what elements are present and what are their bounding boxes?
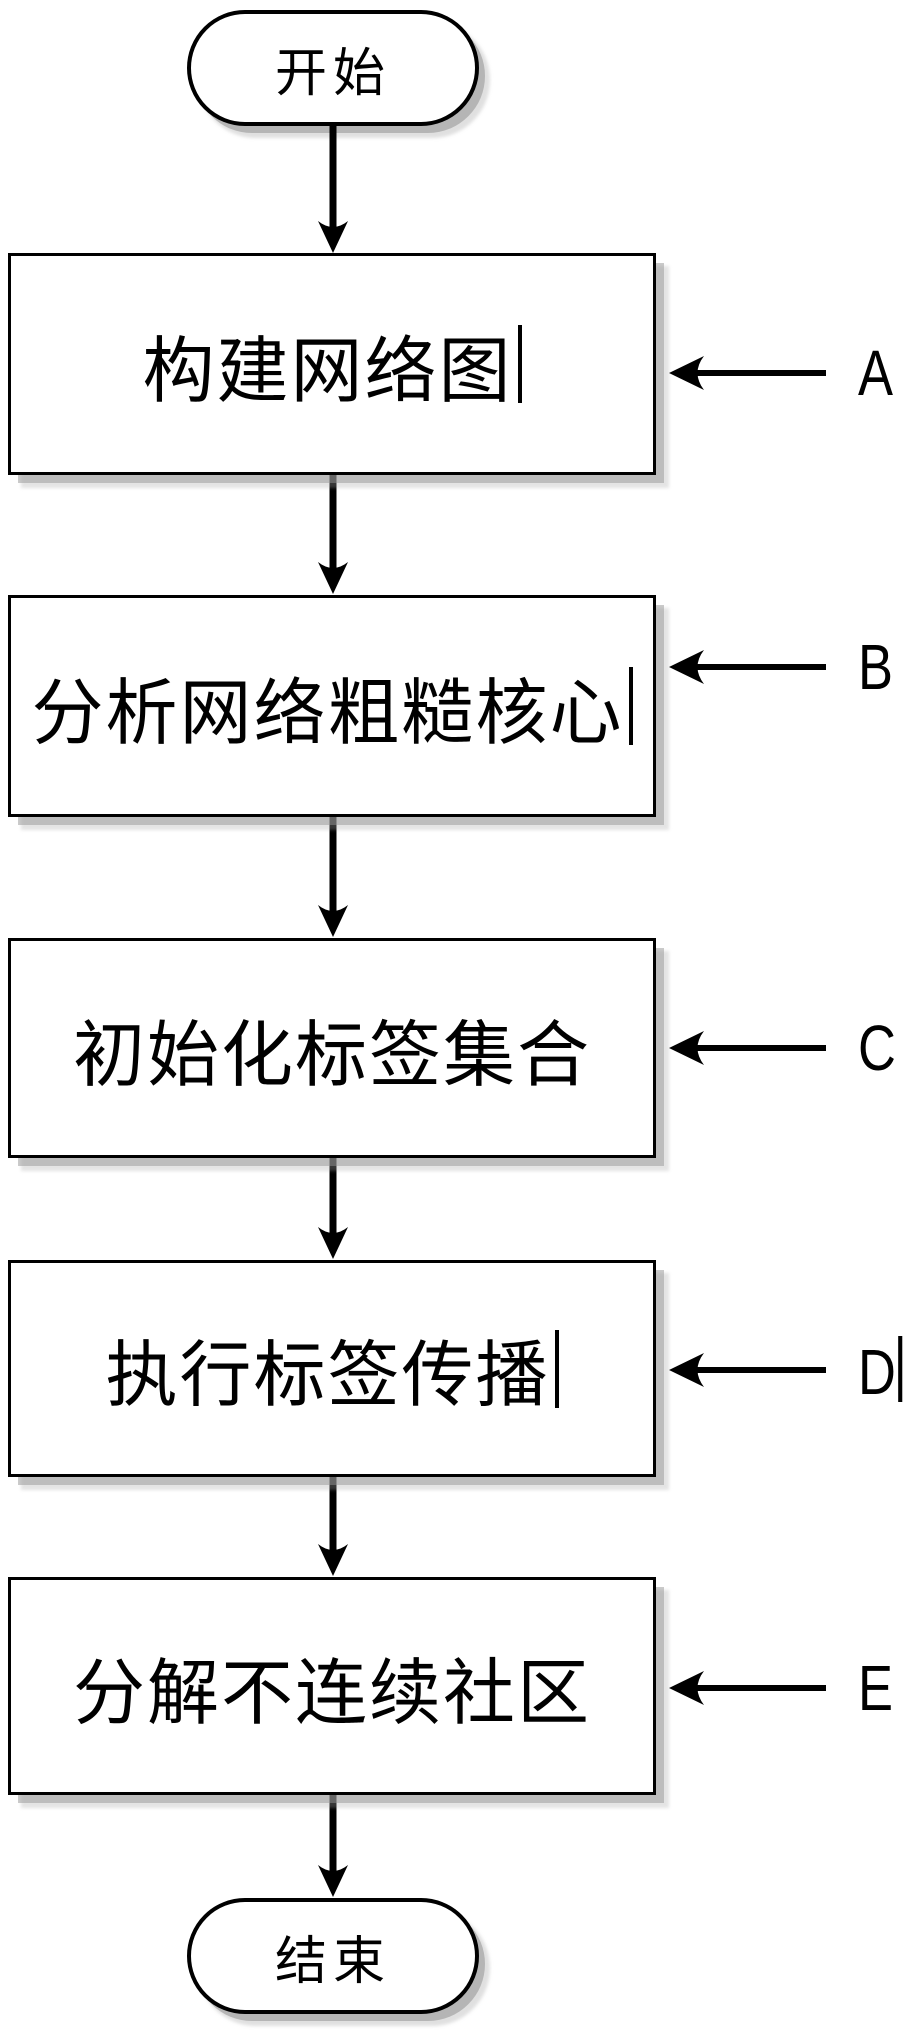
arrow-left-icon [669,650,826,684]
pointer-row-e: E [668,1652,908,1724]
step-label: 构建网络图 [142,328,513,413]
step-box-build-network: 构建网络图 [8,253,656,475]
step-box-analyze-core: 分析网络粗糙核心 [8,595,656,817]
step-label: 执行标签传播 [105,1333,550,1417]
step-box-init-labels: 初始化标签集合 [8,938,656,1158]
text-cursor [898,1336,903,1402]
text-cursor [554,1329,559,1408]
step-tag: B [858,631,894,703]
text-cursor [517,325,522,403]
arrow-left-icon [669,1353,826,1387]
step-label: 初始化标签集合 [72,1012,591,1097]
text-cursor [628,667,633,745]
pointer-row-a: A [668,337,908,409]
arrow-left-icon [669,1671,826,1705]
arrow-down-icon [318,126,348,253]
pointer-row-d: D [668,1334,908,1406]
step-box-decompose-communities: 分解不连续社区 [8,1577,656,1795]
step-tag: C [858,1012,896,1084]
arrow-down-icon [318,1157,348,1259]
pointer-row-b: B [668,631,908,703]
step-box-label-propagation: 执行标签传播 [8,1260,656,1477]
arrow-down-icon [318,475,348,594]
end-terminator: 结束 [187,1898,479,2014]
start-terminator: 开始 [187,10,479,126]
arrow-down-icon [318,1476,348,1576]
arrow-down-icon [318,816,348,937]
start-label: 开始 [274,43,391,104]
end-label: 结束 [274,1931,391,1992]
step-label: 分析网络粗糙核心 [31,670,624,755]
step-tag: A [858,337,894,409]
arrow-left-icon [669,1031,826,1065]
step-label: 分解不连续社区 [72,1650,591,1735]
arrow-down-icon [318,1794,348,1897]
step-tag: E [858,1652,894,1724]
step-tag: D [858,1336,903,1404]
pointer-row-c: C [668,1012,908,1084]
arrow-left-icon [669,356,826,390]
